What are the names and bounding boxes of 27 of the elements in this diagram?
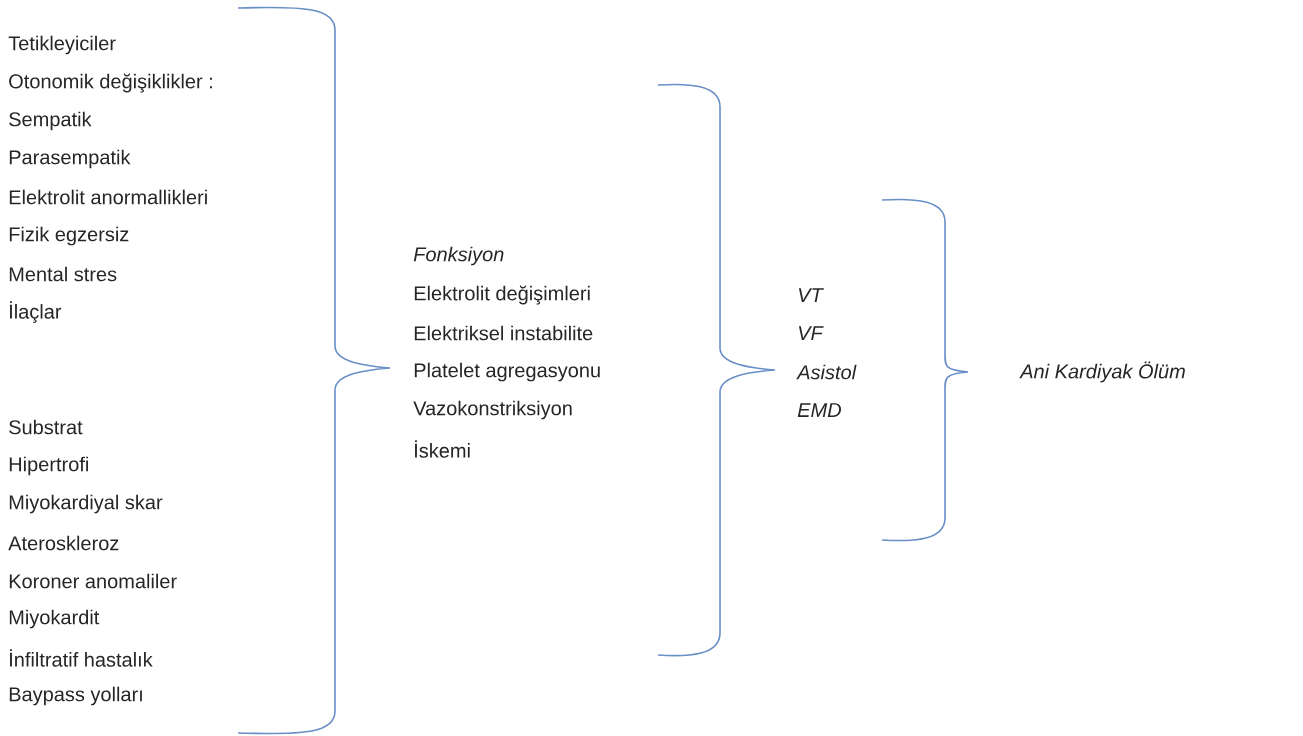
list-item: Fonksiyon — [413, 246, 504, 266]
list-item: Baypass yolları — [9, 686, 142, 706]
list-item: VT — [798, 288, 824, 302]
list-item: Fizik egzersiz — [9, 226, 129, 246]
list-item: Vazokonstriksiyon — [413, 400, 572, 420]
list-item: İlaçlar — [10, 301, 62, 323]
list-item: EMD — [797, 403, 841, 417]
list-item: Miyokardiyal skar — [9, 494, 163, 514]
list-item: Hipertrofi — [9, 456, 88, 476]
list-item: Miyokardit — [9, 609, 100, 629]
list-item: Elektriksel instabilite — [414, 325, 593, 341]
list-item: Ateroskleroz — [8, 535, 119, 551]
list-item: Mental stres — [9, 266, 117, 282]
list-item: Elektrolit değişimleri — [414, 285, 590, 305]
list-item: Koroner anomaliler — [9, 573, 177, 589]
list-item: İskemi — [415, 440, 470, 458]
list-item: İnfiltratif hastalık — [10, 649, 153, 667]
list-item: Ani Kardiyak Ölüm — [1019, 361, 1185, 383]
list-item: Otonomik değişiklikler : — [9, 73, 212, 93]
list-item: Tetikleyiciler — [8, 35, 116, 55]
list-item: Platelet agregasyonu — [414, 362, 600, 382]
list-item: Asistol — [796, 364, 857, 380]
list-item: Parasempatik — [9, 149, 131, 169]
list-item: VF — [798, 326, 824, 340]
list-item: Substrat — [9, 419, 83, 435]
list-item: Sempatik — [9, 111, 92, 131]
list-item: Elektrolit anormallikleri — [9, 189, 207, 205]
